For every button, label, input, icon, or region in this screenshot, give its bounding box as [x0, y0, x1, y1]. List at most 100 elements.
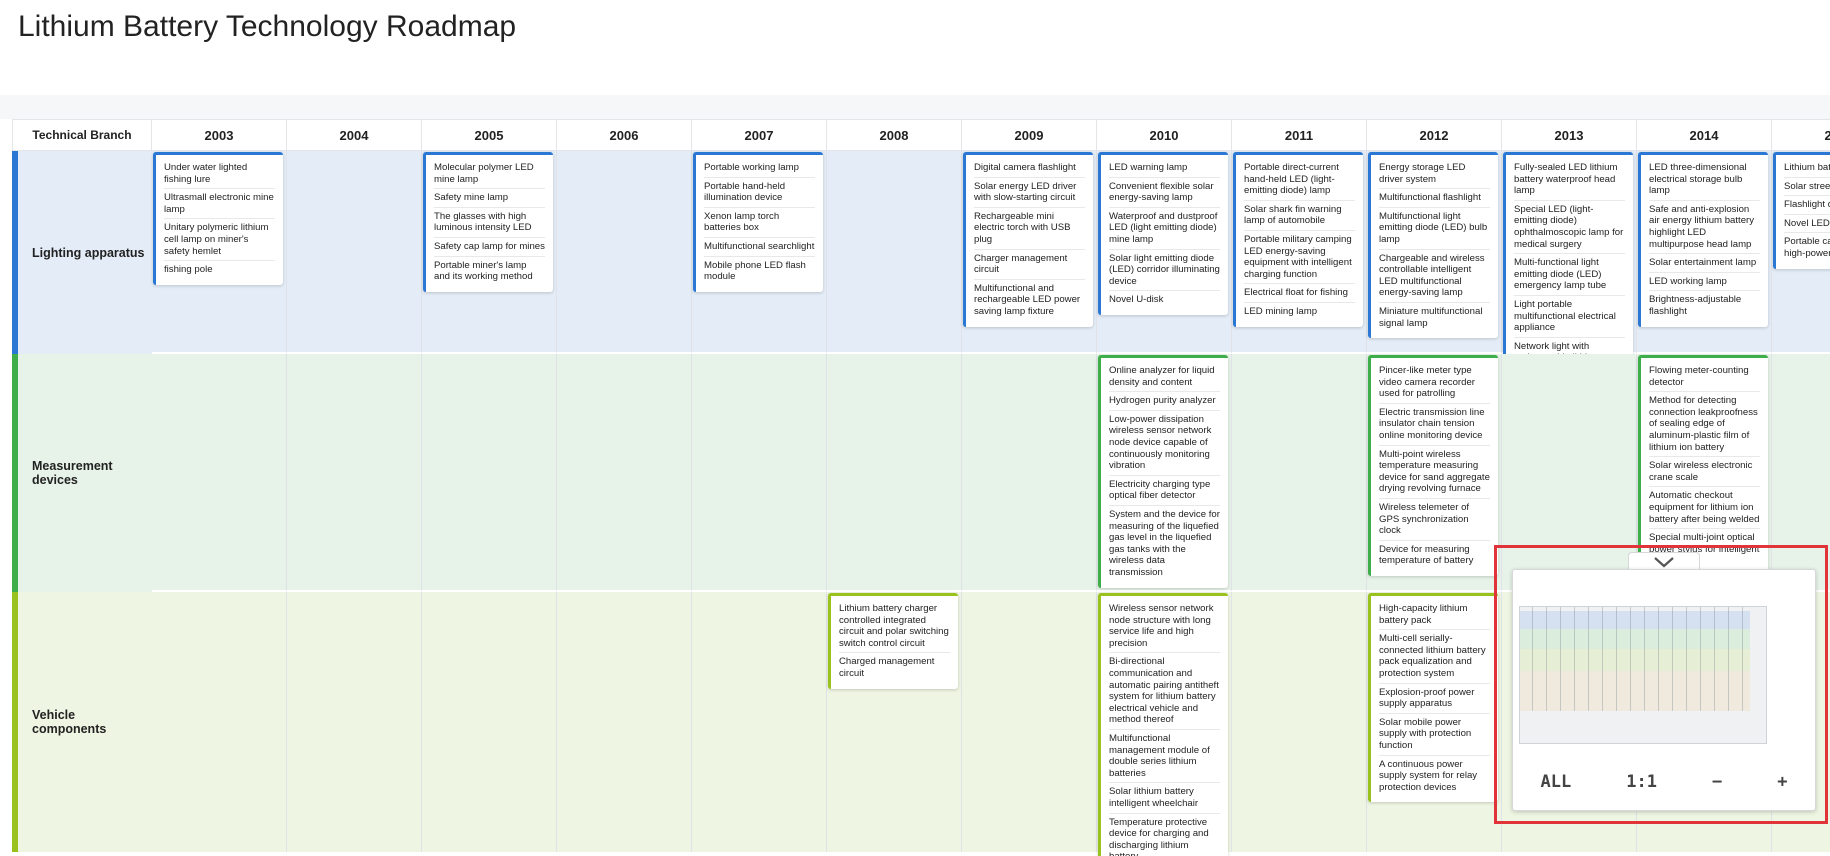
patent-item[interactable]: Solar wireless electronic crane scale [1649, 459, 1760, 487]
patent-card[interactable]: Lithium batt electricity -c Solar streetF… [1773, 152, 1830, 269]
patent-card[interactable]: LED warning lampConvenient flexible sola… [1098, 152, 1228, 315]
timeline-cell [152, 354, 287, 592]
year-header: 2015 [1772, 119, 1830, 151]
patent-item[interactable]: LED mining lamp [1244, 305, 1355, 321]
patent-item[interactable]: Flowing meter-counting detector [1649, 364, 1760, 392]
patent-item[interactable]: Flashlight d [1784, 198, 1830, 215]
patent-item[interactable]: LED three-dimensional electrical storage… [1649, 161, 1760, 201]
patent-card[interactable]: High-capacity lithium battery packMulti-… [1368, 593, 1498, 802]
overview-gridline [1700, 607, 1701, 711]
patent-item[interactable]: Electrical float for fishing [1244, 286, 1355, 303]
patent-item[interactable]: Waterproof and dustproof LED (light emit… [1109, 210, 1220, 250]
patent-item[interactable]: Multifunctional light emitting diode (LE… [1379, 210, 1490, 250]
patent-card[interactable]: Portable direct-current hand-held LED (l… [1233, 152, 1363, 327]
patent-card[interactable]: Portable working lampPortable hand-held … [693, 152, 823, 292]
patent-item[interactable]: Portable military camping LED energy-sav… [1244, 233, 1355, 284]
patent-item[interactable]: The glasses with high luminous intensity… [434, 210, 545, 238]
patent-card[interactable]: Fully-sealed LED lithium battery waterpr… [1503, 152, 1633, 385]
zoom-in-button[interactable]: + [1777, 772, 1787, 792]
patent-item[interactable]: Electric transmission line insulator cha… [1379, 406, 1490, 446]
patent-item[interactable]: Solar light emitting diode (LED) corrido… [1109, 252, 1220, 292]
patent-item[interactable]: Multifunctional management module of dou… [1109, 732, 1220, 783]
patent-item[interactable]: Rechargeable mini electric torch with US… [974, 210, 1085, 250]
patent-item[interactable]: Safety mine lamp [434, 191, 545, 208]
patent-item[interactable]: Portable working lamp [704, 161, 815, 178]
patent-item[interactable]: Solar lithium battery intelligent wheelc… [1109, 785, 1220, 813]
patent-item[interactable]: Convenient flexible solar energy-saving … [1109, 180, 1220, 208]
patent-card[interactable]: Wireless sensor network node structure w… [1098, 593, 1228, 856]
patent-item[interactable]: Under water lighted fishing lure [164, 161, 275, 189]
patent-item[interactable]: Chargeable and wireless controllable int… [1379, 252, 1490, 303]
patent-item[interactable]: Device for measuring temperature of batt… [1379, 543, 1490, 570]
patent-item[interactable]: Safety cap lamp for mines [434, 240, 545, 257]
patent-item[interactable]: System and the device for measuring of t… [1109, 508, 1220, 582]
patent-card[interactable]: Pincer-like meter type video camera reco… [1368, 355, 1498, 576]
patent-item[interactable]: Bi-directional communication and automat… [1109, 655, 1220, 730]
patent-item[interactable]: Light portable multifunctional electrica… [1514, 298, 1625, 338]
patent-item[interactable]: Solar mobile power supply with protectio… [1379, 716, 1490, 756]
actual-size-button[interactable]: 1:1 [1626, 772, 1657, 792]
patent-item[interactable]: Multi-functional light emitting diode (L… [1514, 256, 1625, 296]
patent-card[interactable]: Under water lighted fishing lureUltrasma… [153, 152, 283, 285]
patent-item[interactable]: LED working lamp [1649, 275, 1760, 292]
patent-item[interactable]: Miniature multifunctional signal lamp [1379, 305, 1490, 332]
patent-card[interactable]: Digital camera flashlightSolar energy LE… [963, 152, 1093, 327]
patent-item[interactable]: Novel LED p [1784, 217, 1830, 234]
timeline-cell [557, 354, 692, 592]
patent-item[interactable]: Multi-point wireless temperature measuri… [1379, 448, 1490, 499]
patent-item[interactable]: Wireless sensor network node structure w… [1109, 602, 1220, 653]
patent-item[interactable]: Charged management circuit [839, 655, 950, 682]
patent-item[interactable]: Solar street [1784, 180, 1830, 197]
patent-item[interactable]: Xenon lamp torch batteries box [704, 210, 815, 238]
patent-item[interactable]: Charger management circuit [974, 252, 1085, 280]
patent-card[interactable]: LED three-dimensional electrical storage… [1638, 152, 1768, 327]
patent-item[interactable]: Ultrasmall electronic mine lamp [164, 191, 275, 219]
patent-item[interactable]: Explosion-proof power supply apparatus [1379, 686, 1490, 714]
patent-item[interactable]: Low-power dissipation wireless sensor ne… [1109, 413, 1220, 476]
patent-item[interactable]: Portable hand-held illumination device [704, 180, 815, 208]
patent-item[interactable]: Solar shark fin warning lamp of automobi… [1244, 203, 1355, 231]
patent-item[interactable]: Multifunctional searchlight [704, 240, 815, 257]
patent-item[interactable]: fishing pole [164, 263, 275, 279]
patent-item[interactable]: Mobile phone LED flash module [704, 259, 815, 286]
patent-item[interactable]: Hydrogen purity analyzer [1109, 394, 1220, 411]
patent-item[interactable]: Portable ca and lighting high-power [1784, 235, 1830, 262]
patent-card[interactable]: Online analyzer for liquid density and c… [1098, 355, 1228, 588]
patent-item[interactable]: Portable direct-current hand-held LED (l… [1244, 161, 1355, 201]
patent-item[interactable]: Brightness-adjustable flashlight [1649, 293, 1760, 320]
patent-item[interactable]: Digital camera flashlight [974, 161, 1085, 178]
overview-thumbnail[interactable] [1519, 606, 1767, 744]
patent-item[interactable]: Lithium battery charger controlled integ… [839, 602, 950, 653]
patent-item[interactable]: Temperature protective device for chargi… [1109, 816, 1220, 856]
patent-item[interactable]: Special LED (light-emitting diode) ophth… [1514, 203, 1625, 254]
patent-item[interactable]: Online analyzer for liquid density and c… [1109, 364, 1220, 392]
patent-item[interactable]: A continuous power supply system for rel… [1379, 758, 1490, 797]
patent-item[interactable]: Solar energy LED driver with slow-starti… [974, 180, 1085, 208]
patent-item[interactable]: Portable miner's lamp and its working me… [434, 259, 545, 286]
patent-item[interactable]: Electricity charging type optical fiber … [1109, 478, 1220, 506]
timeline-cell: Lithium battery charger controlled integ… [827, 592, 962, 852]
patent-item[interactable]: Pincer-like meter type video camera reco… [1379, 364, 1490, 404]
patent-item[interactable]: Wireless telemeter of GPS synchronizatio… [1379, 501, 1490, 541]
patent-item[interactable]: Unitary polymeric lithium cell lamp on m… [164, 221, 275, 261]
patent-item[interactable]: LED warning lamp [1109, 161, 1220, 178]
patent-item[interactable]: Novel U-disk [1109, 293, 1220, 309]
patent-item[interactable]: Method for detecting connection leakproo… [1649, 394, 1760, 457]
patent-card[interactable]: Molecular polymer LED mine lampSafety mi… [423, 152, 553, 292]
patent-item[interactable]: Multifunctional flashlight [1379, 191, 1490, 208]
fit-all-button[interactable]: ALL [1541, 772, 1572, 792]
patent-item[interactable]: Fully-sealed LED lithium battery waterpr… [1514, 161, 1625, 201]
patent-item[interactable]: Lithium batt electricity -c [1784, 161, 1830, 178]
patent-card[interactable]: Energy storage LED driver systemMultifun… [1368, 152, 1498, 338]
patent-item[interactable]: Molecular polymer LED mine lamp [434, 161, 545, 189]
patent-item[interactable]: Automatic checkout equipment for lithium… [1649, 489, 1760, 529]
patent-item[interactable]: Energy storage LED driver system [1379, 161, 1490, 189]
patent-item[interactable]: Multi-cell serially-connected lithium ba… [1379, 632, 1490, 683]
patent-item[interactable]: Multifunctional and rechargeable LED pow… [974, 282, 1085, 321]
patent-card[interactable]: Lithium battery charger controlled integ… [828, 593, 958, 689]
patent-item[interactable]: Safe and anti-explosion air energy lithi… [1649, 203, 1760, 254]
patent-card[interactable]: Flowing meter-counting detectorMethod fo… [1638, 355, 1768, 576]
patent-item[interactable]: Solar entertainment lamp [1649, 256, 1760, 273]
zoom-out-button[interactable]: − [1712, 772, 1722, 792]
patent-item[interactable]: High-capacity lithium battery pack [1379, 602, 1490, 630]
